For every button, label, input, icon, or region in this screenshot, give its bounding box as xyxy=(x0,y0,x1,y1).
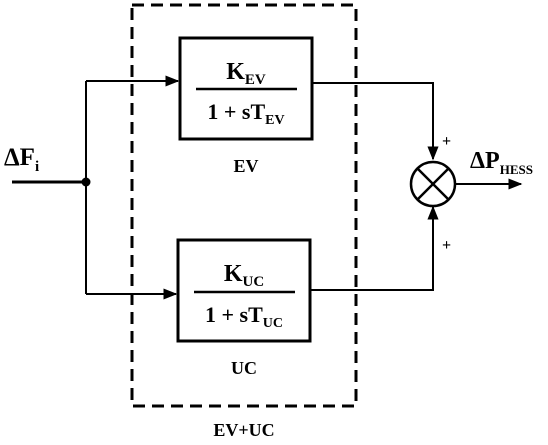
ev-denominator: 1 + sTEV xyxy=(207,99,284,128)
ev-uc-group-boundary xyxy=(130,3,358,408)
ev-output-line xyxy=(312,82,439,161)
summing-junction xyxy=(409,160,457,208)
uc-caption: UC xyxy=(231,358,257,378)
uc-denominator: 1 + sTUC xyxy=(205,302,283,331)
uc-numerator: KUC xyxy=(224,261,264,290)
input-label: ΔFi xyxy=(4,144,39,175)
summer-sign-top: + xyxy=(442,133,451,150)
summer-sign-bottom: + xyxy=(442,237,451,254)
ev-caption: EV xyxy=(233,156,258,176)
output-label: ΔPHESS xyxy=(470,148,533,177)
ev-numerator: KEV xyxy=(226,59,266,88)
uc-output-line xyxy=(310,205,439,291)
group-label: EV+UC xyxy=(213,420,274,440)
